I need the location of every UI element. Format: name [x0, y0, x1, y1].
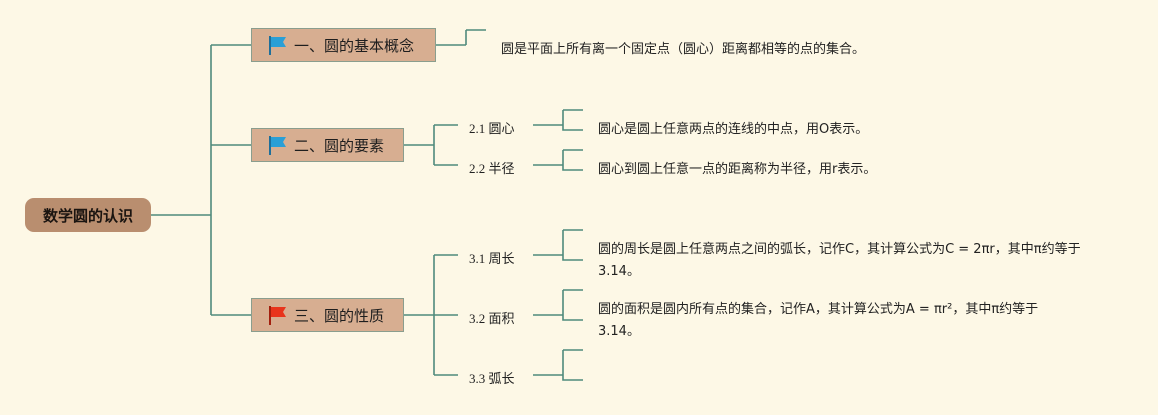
- topic-label: 一、圆的基本概念: [294, 36, 415, 55]
- topic-label: 三、圆的性质: [294, 306, 385, 325]
- topic-label: 二、圆的要素: [294, 136, 385, 155]
- note-area: 圆的面积是圆内所有点的集合，记作A，其计算公式为A = πr²，其中π约等于3.…: [598, 302, 1039, 339]
- subtopic-center[interactable]: 2.1 圆心: [469, 121, 515, 136]
- flag-icon: [269, 306, 286, 325]
- root-topic-label: 数学圆的认识: [42, 206, 133, 225]
- note-center: 圆心是圆上任意两点的连线的中点，用O表示。: [598, 122, 869, 137]
- note-definition: 圆是平面上所有离一个固定点（圆心）距离都相等的点的集合。: [501, 42, 866, 57]
- note-circumference: 圆的周长是圆上任意两点之间的弧长，记作C，其计算公式为C = 2πr，其中π约等…: [598, 242, 1081, 279]
- subtopic-radius[interactable]: 2.2 半径: [469, 161, 515, 176]
- topic-properties[interactable]: 三、圆的性质: [251, 298, 404, 332]
- flag-icon: [269, 136, 286, 155]
- flag-icon: [269, 36, 286, 55]
- subtopic-circumference[interactable]: 3.1 周长: [469, 251, 515, 266]
- root-topic[interactable]: 数学圆的认识: [25, 198, 151, 232]
- topic-elements[interactable]: 二、圆的要素: [251, 128, 404, 162]
- subtopic-area[interactable]: 3.2 面积: [469, 311, 515, 326]
- topic-basic-concept[interactable]: 一、圆的基本概念: [251, 28, 436, 62]
- subtopic-arc-length[interactable]: 3.3 弧长: [469, 371, 515, 386]
- note-radius: 圆心到圆上任意一点的距离称为半径，用r表示。: [598, 162, 877, 177]
